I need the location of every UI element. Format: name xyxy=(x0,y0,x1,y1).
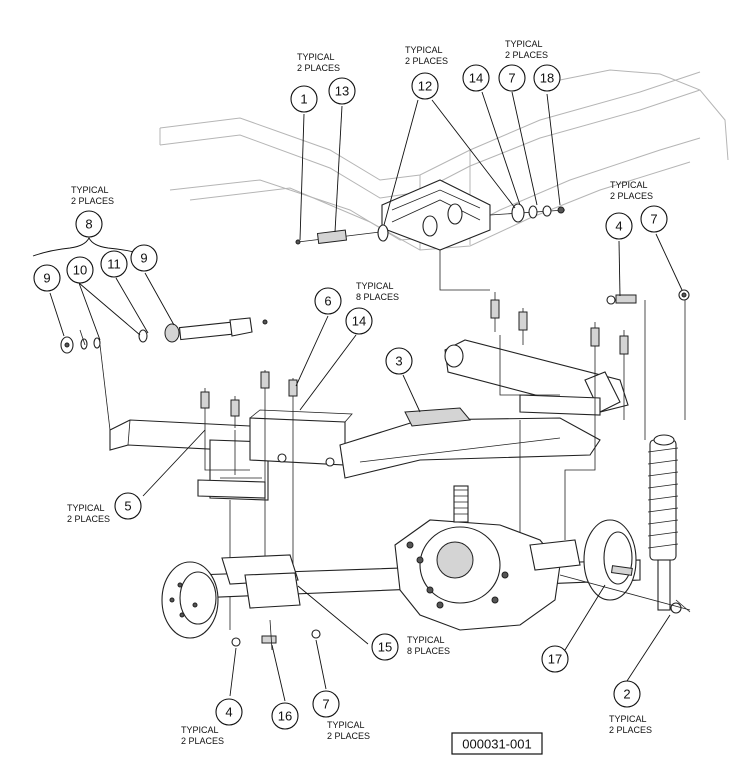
shock-top-hardware xyxy=(606,289,690,305)
bushing-washer-nut-set xyxy=(489,203,566,223)
svg-text:8 PLACES: 8 PLACES xyxy=(356,292,399,302)
spring-eye-bolt-kit xyxy=(60,317,268,354)
svg-text:10: 10 xyxy=(73,263,87,278)
callout-3: 3 xyxy=(385,347,413,375)
svg-text:TYPICAL: TYPICAL xyxy=(71,185,109,195)
svg-text:TYPICAL: TYPICAL xyxy=(407,635,445,645)
svg-text:TYPICAL: TYPICAL xyxy=(505,39,543,49)
svg-text:5: 5 xyxy=(124,499,131,514)
svg-text:TYPICAL: TYPICAL xyxy=(327,720,365,730)
rear-axle-assembly xyxy=(161,485,691,639)
svg-text:TYPICAL: TYPICAL xyxy=(405,45,443,55)
callout-17: 17 xyxy=(541,645,569,673)
callout-5: 5 xyxy=(114,492,142,520)
svg-text:11: 11 xyxy=(107,257,121,272)
svg-text:TYPICAL: TYPICAL xyxy=(356,281,394,291)
svg-text:1: 1 xyxy=(300,92,307,107)
rear-hanger-bracket xyxy=(381,179,491,291)
svg-text:8 PLACES: 8 PLACES xyxy=(407,646,450,656)
callout-18: 18 xyxy=(533,64,561,92)
svg-text:TYPICAL: TYPICAL xyxy=(610,180,648,190)
callout-7-bottom: 7 xyxy=(312,690,340,718)
svg-text:8: 8 xyxy=(85,217,92,232)
callout-2: 2 xyxy=(613,680,641,708)
figure-id-box: 000031-001 xyxy=(451,732,543,755)
lower-mount-hardware xyxy=(231,619,321,651)
callout-7-right: 7 xyxy=(640,205,668,233)
leader-lines xyxy=(32,91,683,702)
callout-15: 15 xyxy=(371,633,399,661)
svg-text:4: 4 xyxy=(615,219,622,234)
svg-text:7: 7 xyxy=(322,697,329,712)
svg-text:9: 9 xyxy=(43,271,50,286)
svg-text:7: 7 xyxy=(508,71,515,86)
svg-text:15: 15 xyxy=(378,640,392,655)
svg-text:TYPICAL: TYPICAL xyxy=(67,503,105,513)
callout-11: 11 xyxy=(100,250,128,278)
callout-9-right: 9 xyxy=(130,244,158,272)
note-4-top: TYPICAL 2 PLACES xyxy=(610,180,653,201)
note-8: TYPICAL 2 PLACES xyxy=(71,185,114,206)
callout-13: 13 xyxy=(328,77,356,105)
svg-text:2 PLACES: 2 PLACES xyxy=(327,731,370,741)
svg-text:2: 2 xyxy=(623,687,630,702)
shackle-bolt xyxy=(295,224,389,245)
note-12: TYPICAL 2 PLACES xyxy=(405,45,448,66)
svg-text:6: 6 xyxy=(324,294,331,309)
svg-text:2 PLACES: 2 PLACES xyxy=(405,56,448,66)
svg-text:18: 18 xyxy=(540,71,554,86)
svg-text:14: 14 xyxy=(469,71,483,86)
note-2: TYPICAL 2 PLACES xyxy=(609,714,652,735)
note-15: TYPICAL 8 PLACES xyxy=(407,635,450,656)
svg-text:13: 13 xyxy=(335,84,349,99)
svg-text:2 PLACES: 2 PLACES xyxy=(505,50,548,60)
svg-text:2 PLACES: 2 PLACES xyxy=(71,196,114,206)
assembly-guide-lines xyxy=(79,298,686,630)
callout-16: 16 xyxy=(271,702,299,730)
svg-text:2 PLACES: 2 PLACES xyxy=(297,63,340,73)
svg-text:16: 16 xyxy=(278,709,292,724)
u-bolt-studs xyxy=(200,292,629,428)
svg-text:TYPICAL: TYPICAL xyxy=(609,714,647,724)
note-7-bottom: TYPICAL 2 PLACES xyxy=(327,720,370,741)
svg-text:14: 14 xyxy=(352,314,366,329)
callout-7-top: 7 xyxy=(498,64,526,92)
callout-4-top: 4 xyxy=(605,212,633,240)
note-1: TYPICAL 2 PLACES xyxy=(297,52,340,73)
shock-absorber xyxy=(647,434,691,614)
callout-12: 12 xyxy=(411,72,439,100)
callout-1: 1 xyxy=(290,85,318,113)
note-6: TYPICAL 8 PLACES xyxy=(356,281,399,302)
svg-text:4: 4 xyxy=(225,705,232,720)
note-18: TYPICAL 2 PLACES xyxy=(505,39,548,60)
callout-14-mid: 14 xyxy=(345,307,373,335)
callout-14-top: 14 xyxy=(462,64,490,92)
svg-text:2 PLACES: 2 PLACES xyxy=(609,725,652,735)
svg-text:000031-001: 000031-001 xyxy=(462,737,531,752)
callout-10: 10 xyxy=(66,256,94,284)
callout-8: 8 xyxy=(75,210,103,238)
svg-text:2 PLACES: 2 PLACES xyxy=(181,736,224,746)
note-5: TYPICAL 2 PLACES xyxy=(67,503,110,524)
svg-text:7: 7 xyxy=(650,212,657,227)
leaf-spring-and-rails xyxy=(109,339,629,501)
svg-text:TYPICAL: TYPICAL xyxy=(181,725,219,735)
svg-text:2 PLACES: 2 PLACES xyxy=(67,514,110,524)
svg-text:12: 12 xyxy=(418,79,432,94)
note-4-bottom: TYPICAL 2 PLACES xyxy=(181,725,224,746)
callout-4-bottom: 4 xyxy=(215,698,243,726)
callout-9-left: 9 xyxy=(33,264,61,292)
svg-text:2 PLACES: 2 PLACES xyxy=(610,191,653,201)
callout-6: 6 xyxy=(314,287,342,315)
svg-text:3: 3 xyxy=(395,354,402,369)
svg-text:17: 17 xyxy=(548,652,562,667)
svg-text:9: 9 xyxy=(140,251,147,266)
svg-text:TYPICAL: TYPICAL xyxy=(297,52,335,62)
